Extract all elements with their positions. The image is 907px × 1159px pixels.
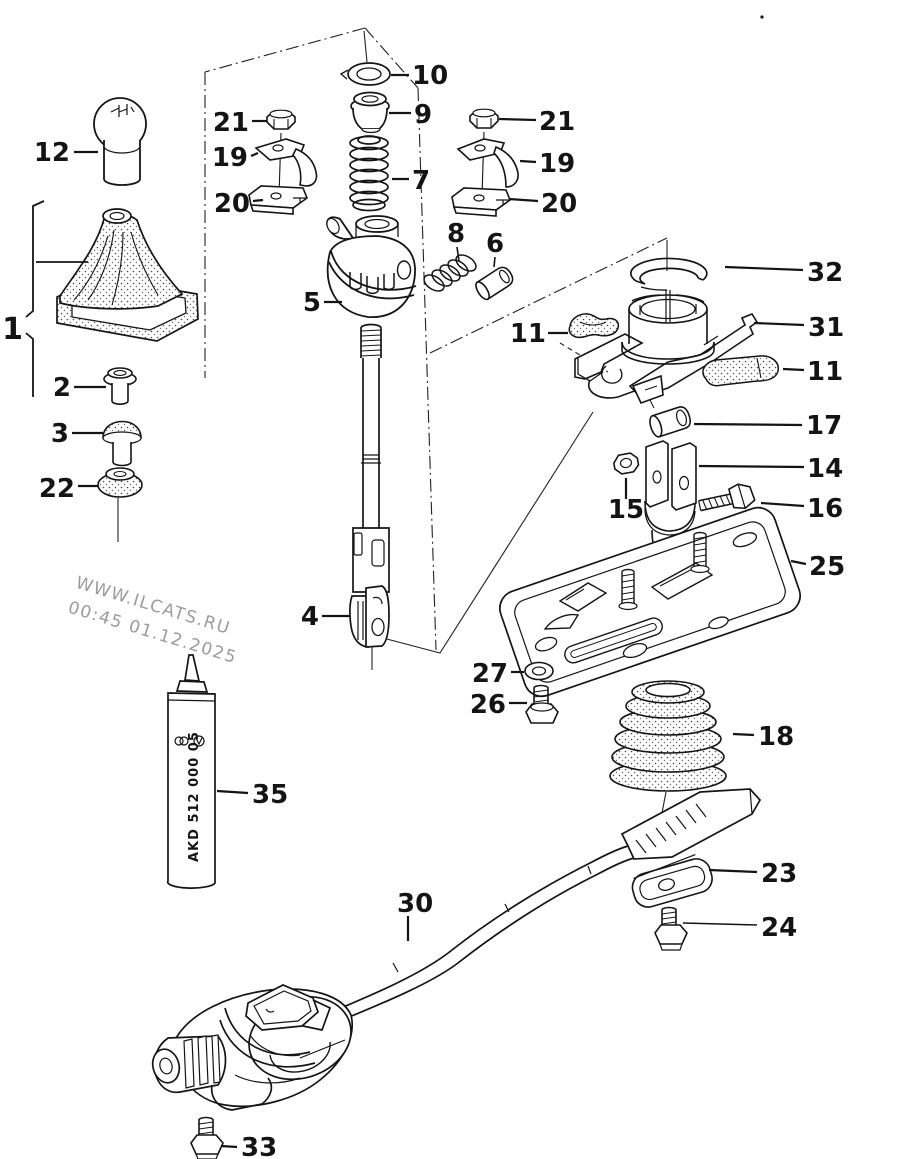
- part-label-14: 14: [807, 454, 843, 484]
- part-22-grommet-washer: [97, 467, 143, 498]
- part-label-20-left: 20: [214, 189, 250, 219]
- part-15-nut: [612, 452, 640, 475]
- part-label-33: 33: [241, 1133, 277, 1159]
- part-label-30: 30: [397, 889, 433, 919]
- part-label-20-right: 20: [541, 189, 577, 219]
- part-4-lever-shaft: [349, 323, 390, 648]
- part-27-washer: [524, 661, 554, 681]
- part-label-17: 17: [806, 411, 842, 441]
- part-11-pad-left: [568, 313, 620, 339]
- part-25-mounting-plate: [499, 506, 801, 698]
- part-label-21-left: 21: [213, 108, 249, 138]
- part-label-12: 12: [34, 138, 70, 168]
- tube-part-number: AKD 512 000 05: [187, 731, 202, 862]
- part-label-35: 35: [252, 780, 288, 810]
- part-19-right-bracket: [456, 138, 519, 188]
- part-label-11-left: 11: [510, 319, 546, 349]
- part-26-bolt: [525, 684, 559, 724]
- part-3-dome-bushing: [102, 420, 142, 467]
- part-number-labels: 10 9 7 21 19 20 32 31 11 17 14 16 25 18 …: [2, 61, 845, 1159]
- part-label-7: 7: [412, 166, 430, 196]
- part-5-ball-housing: [326, 215, 417, 318]
- part-18-bellows: [609, 680, 727, 792]
- part-label-19-right: 19: [539, 149, 575, 179]
- part-label-22: 22: [39, 474, 75, 504]
- part-6-detent-pin: [475, 266, 514, 301]
- part-label-11-right: 11: [807, 357, 843, 387]
- part-label-3: 3: [51, 419, 69, 449]
- audi-logo-icon: [174, 736, 189, 746]
- part-7-spring: [349, 135, 389, 212]
- part-label-26: 26: [470, 690, 506, 720]
- part-8-detent-spring: [423, 254, 477, 292]
- part-30-shift-rod: [317, 788, 762, 1031]
- part-31-bearing-bracket: [574, 290, 759, 405]
- part-label-23: 23: [761, 859, 797, 889]
- part-label-31: 31: [808, 313, 844, 343]
- part-1-bracket: [25, 200, 88, 397]
- part-17-bushing: [649, 406, 692, 438]
- lever-pivot-housing: [151, 984, 353, 1111]
- part-label-27: 27: [472, 659, 508, 689]
- part-label-10: 10: [412, 61, 448, 91]
- part-24-bolt: [654, 906, 688, 951]
- part-33-bolt: [190, 1116, 224, 1159]
- part-2-bushing: [103, 367, 137, 405]
- part-12-gear-knob: [93, 97, 147, 186]
- plate-stud-right: [690, 531, 710, 574]
- part-1-shift-boot: [56, 208, 199, 342]
- part-19-left-bracket: [254, 138, 318, 187]
- part-21-left-nut: [266, 109, 296, 130]
- part-label-5: 5: [303, 288, 321, 318]
- shift-pattern-engraving: [110, 104, 135, 117]
- part-label-24: 24: [761, 913, 797, 943]
- part-14-clevis-fork: [644, 440, 697, 564]
- part-label-1: 1: [2, 312, 23, 347]
- leader-lines: [25, 73, 807, 1149]
- part-label-16: 16: [807, 494, 843, 524]
- part-label-6: 6: [486, 229, 504, 259]
- part-35-lubricant-tube: [166, 654, 216, 889]
- vw-logo-icon: [193, 735, 205, 747]
- part-32-split-ring: [629, 257, 708, 291]
- part-10-lock-ring: [339, 62, 391, 86]
- part-label-19-left: 19: [212, 143, 248, 173]
- part-label-15: 15: [608, 495, 644, 525]
- part-11-pad-right: [702, 355, 779, 387]
- part-23-clamp: [631, 853, 713, 908]
- part-16-bolt: [698, 483, 756, 512]
- part-label-21-right: 21: [539, 107, 575, 137]
- part-label-4: 4: [301, 602, 319, 632]
- part-label-2: 2: [53, 373, 71, 403]
- part-9-spring-cup: [350, 91, 390, 134]
- part-label-8: 8: [447, 219, 465, 249]
- part-21-right-nut: [469, 108, 499, 129]
- part-label-18: 18: [758, 722, 794, 752]
- part-label-9: 9: [414, 100, 432, 130]
- part-label-25: 25: [809, 552, 845, 582]
- part-20-right-block: [451, 187, 511, 217]
- part-label-32: 32: [807, 258, 843, 288]
- plate-stud-left: [618, 568, 638, 611]
- part-20-left-block: [248, 185, 308, 215]
